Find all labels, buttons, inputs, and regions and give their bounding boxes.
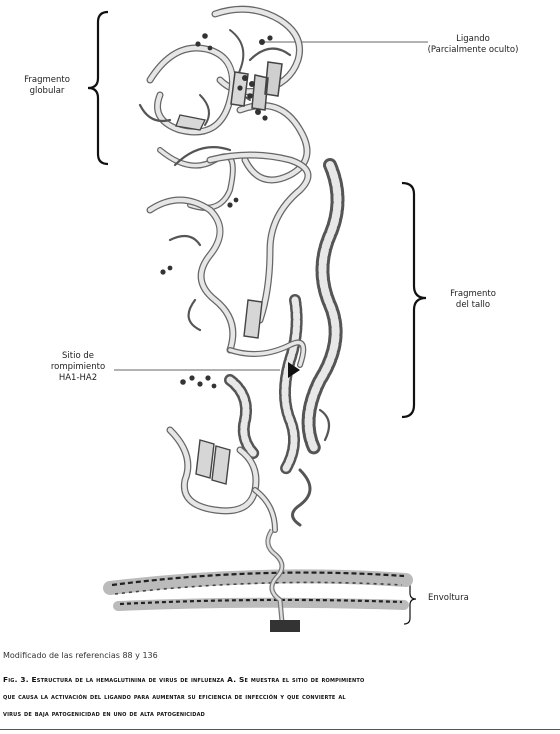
bracket-globular bbox=[87, 10, 109, 166]
caption-line-3: virus de baja patogenicidad en uno de al… bbox=[3, 709, 206, 718]
stem-helices bbox=[224, 158, 345, 476]
caption-line-2: que causa la activación del ligando para… bbox=[3, 692, 346, 701]
globular-head-ribbons bbox=[138, 5, 311, 211]
figure-caption: Fig. 3. Estructura de la hemaglutinina d… bbox=[3, 671, 557, 722]
ligand-molecules bbox=[160, 33, 273, 389]
label-ligand: Ligando (Parcialmente oculto) bbox=[427, 34, 519, 55]
label-globular-fragment: Fragmento globular bbox=[24, 75, 70, 96]
cleavage-site-marker bbox=[288, 362, 300, 378]
viral-envelope-membrane bbox=[103, 569, 413, 611]
figure-credit: Modificado de las referencias 88 y 136 bbox=[3, 651, 158, 660]
bracket-stem bbox=[401, 181, 427, 419]
label-stem-fragment: Fragmento del tallo bbox=[450, 289, 496, 310]
anchor-block bbox=[270, 620, 300, 632]
caption-line-1: Fig. 3. Estructura de la hemaglutinina d… bbox=[3, 675, 365, 684]
label-cleavage-site: Sitio de rompimiento HA1-HA2 bbox=[50, 351, 106, 383]
label-envelope: Envoltura bbox=[428, 593, 469, 603]
stem-strands bbox=[146, 151, 331, 533]
bottom-rule bbox=[0, 729, 560, 730]
hemagglutinin-structure-figure bbox=[87, 5, 428, 632]
